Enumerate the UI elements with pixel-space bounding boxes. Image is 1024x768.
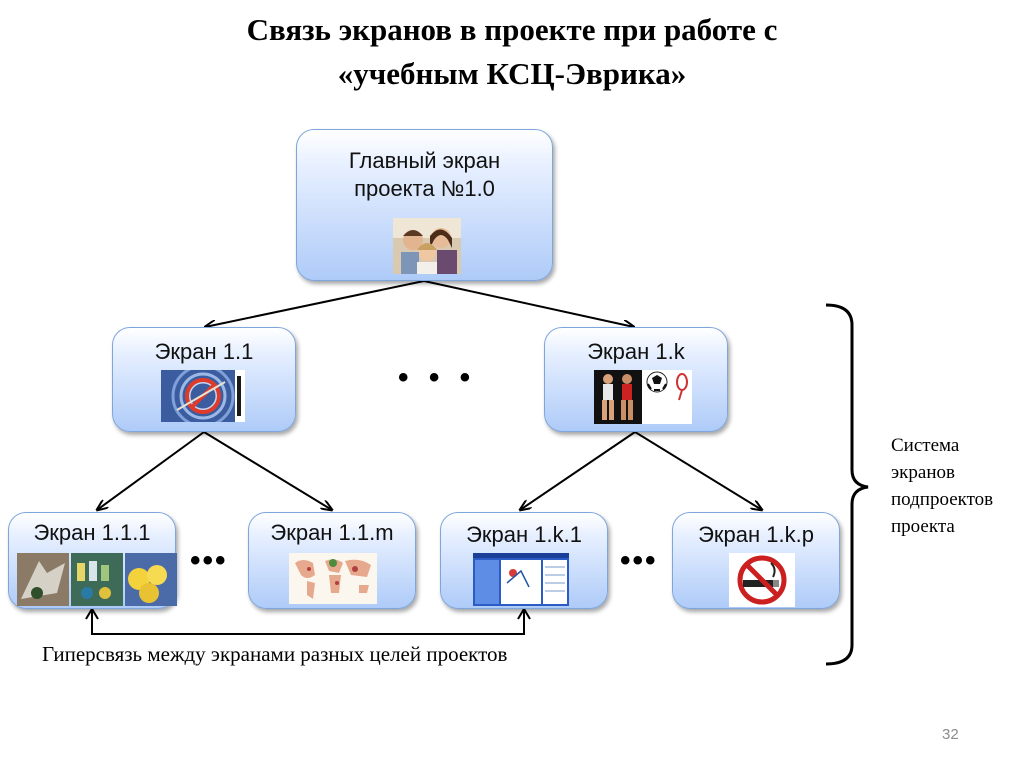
node-screen-1-k-p-label: Экран 1.k.p	[698, 522, 814, 547]
node-screen-1-1-1: Экран 1.1.1	[8, 512, 177, 609]
node-main-screen: Главный экран проекта №1.0	[296, 129, 553, 281]
arrow-1-1-to-1-1-1	[97, 431, 205, 510]
node-screen-1-k-1-label: Экран 1.k.1	[466, 522, 582, 547]
page-number: 32	[942, 726, 959, 743]
ellipsis-middle: • • •	[398, 361, 477, 394]
hyperlink-arrowhead-left	[85, 607, 99, 620]
side-label-line-4: проекта	[891, 516, 955, 537]
arrow-1-k-to-1-k-p	[634, 431, 762, 510]
node-screen-1-k-1: Экран 1.k.1	[440, 512, 608, 609]
node-screen-1-1-label: Экран 1.1	[154, 339, 254, 364]
hyperlink-note: Гиперсвязь между экранами разных целей п…	[42, 642, 508, 666]
side-label-line-3: подпроектов	[891, 489, 994, 510]
arrow-1-1-to-1-1-m	[203, 431, 332, 510]
side-label-line-1: Система	[891, 435, 960, 456]
node-screen-1-1-m: Экран 1.1.m	[248, 512, 416, 609]
sports-icon	[594, 370, 692, 424]
ellipsis-left: •••	[190, 544, 228, 577]
side-label-line-2: экранов	[891, 462, 955, 483]
subprojects-system-label: Система экранов подпроектов проекта	[891, 432, 993, 540]
node-screen-1-k-label: Экран 1.k	[587, 339, 685, 364]
node-main-label-2: проекта №1.0	[354, 176, 495, 201]
arrow-1-k-to-1-k-1	[520, 431, 636, 510]
nature-photos-icon	[17, 553, 177, 606]
node-screen-1-1-1-label: Экран 1.1.1	[33, 520, 151, 545]
no-smoking-icon	[729, 553, 795, 607]
node-main-label-1: Главный экран	[348, 148, 501, 173]
title-line-1: Связь экранов в проекте при работе с	[246, 12, 778, 47]
hyperlink-arrowhead-right	[517, 607, 531, 620]
ellipsis-right: •••	[620, 544, 658, 577]
node-screen-1-1-m-label: Экран 1.1.m	[270, 520, 394, 545]
arrow-main-to-1-1	[205, 280, 425, 327]
sign-photo-icon	[161, 370, 245, 422]
world-map-icon	[289, 553, 377, 604]
curly-brace	[825, 303, 869, 666]
node-screen-1-1: Экран 1.1	[112, 327, 296, 432]
family-photo-icon	[393, 218, 461, 274]
node-screen-1-k: Экран 1.k	[544, 327, 728, 432]
page-title: Связь экранов в проекте при работе с «уч…	[0, 8, 1024, 96]
hyperlink-connector	[91, 609, 525, 635]
screenshot-icon	[473, 553, 569, 606]
arrow-main-to-1-k	[423, 280, 634, 327]
node-screen-1-k-p: Экран 1.k.p	[672, 512, 840, 609]
title-line-2: «учебным КСЦ-Эврика»	[337, 56, 687, 91]
